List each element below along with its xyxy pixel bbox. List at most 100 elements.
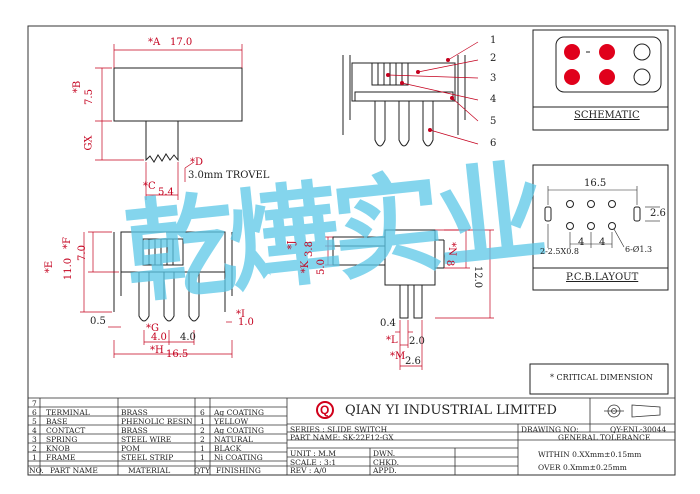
appd: APPD. (373, 466, 397, 475)
bom-row-finishing: Ag COATING (214, 426, 265, 435)
critical-note: * CRITICAL DIMENSION (550, 373, 653, 382)
bom-row-no: 4 (32, 426, 37, 435)
dim-e-value: 11.0 (63, 257, 75, 281)
bom-row-qty: 6 (200, 408, 205, 417)
callout-4: 4 (490, 94, 497, 105)
callout-6: 6 (490, 138, 497, 149)
dim-gx-label: GX (83, 135, 95, 151)
schematic-label: SCHEMATIC (574, 110, 640, 121)
pcb-slot: 2-2.5X0.8 (540, 247, 579, 256)
bom-row-part: BASE (46, 417, 68, 426)
dim-j-value: 3.8 (303, 241, 315, 257)
dim-j-label: *J (286, 240, 298, 250)
drawing-no-label: DRAWING NO: (521, 425, 579, 434)
dim-i-label: *I (236, 309, 245, 320)
callout-2: 2 (490, 53, 497, 64)
bom-header-qty: QTY (194, 466, 211, 475)
dim-k-label: *K (300, 260, 312, 274)
dim-side-height: 12.0 (472, 265, 484, 289)
critical-note-box (529, 363, 669, 395)
bom-row-qty: 1 (200, 453, 205, 462)
bom-row-material: STEEL STRIP (121, 453, 174, 462)
schematic-box (532, 29, 669, 131)
bom-row-material: BRASS (121, 426, 148, 435)
bom-row-qty: 2 (200, 426, 205, 435)
tolerance-over: OVER 0.Xmm±0.25mm (538, 463, 627, 472)
chkd: CHKD. (373, 458, 400, 467)
dim-n-value: 8 (444, 259, 456, 267)
dim-e-label: *E (44, 260, 56, 274)
company-logo: Q (316, 401, 334, 419)
bom-row-no: 3 (32, 435, 37, 444)
dim-l-value: 2.0 (409, 336, 425, 347)
company-name: QIAN YI INDUSTRIAL LIMITED (345, 403, 557, 418)
pcb-pitch-1: 4 (578, 237, 585, 248)
dim-m-label: *M (390, 351, 406, 362)
top-view-dims (95, 44, 243, 200)
bom-row-part: FRAME (46, 453, 76, 462)
bom-row-no: 1 (32, 453, 37, 462)
unit: UNIT : M.M (290, 449, 336, 458)
dim-thick: 0.4 (380, 318, 396, 329)
dim-a-value: 17.0 (170, 37, 193, 48)
pcb-layout-label: P.C.B.LAYOUT (566, 272, 639, 283)
pcb-pitch-2: 4 (599, 237, 606, 248)
bom-row-material: POM (121, 444, 140, 453)
callout-leaders (387, 41, 479, 145)
bom-row-finishing: NATURAL (214, 435, 253, 444)
bom-row-no: 5 (32, 417, 37, 426)
dim-a-label: *A (148, 37, 161, 48)
front-view-top (342, 55, 466, 147)
side-view (332, 229, 445, 319)
bom-row-material: STEEL WIRE (121, 435, 172, 444)
bom-row-finishing: Ag COATING (214, 408, 265, 417)
dim-b-label: *B (72, 80, 84, 94)
front-view-dims (80, 231, 233, 358)
bom-row-qty: 1 (200, 417, 205, 426)
bom-row-no: 7 (32, 399, 37, 408)
callout-3: 3 (490, 73, 497, 84)
bom-row-finishing: BLACK (214, 444, 242, 453)
dim-m-value: 2.6 (405, 356, 421, 367)
bom-row-finishing: YELLOW (214, 417, 249, 426)
callout-dots (386, 58, 454, 132)
pcb-holes (544, 200, 641, 230)
dwn: DWN. (373, 449, 396, 458)
dim-n-label: *N (445, 242, 457, 256)
dim-pitch-left: 0.5 (90, 316, 106, 327)
drawing-no: QY-ENL-30044 (610, 425, 667, 434)
schematic-switch (555, 36, 662, 93)
dim-h-value: 16.5 (166, 349, 189, 360)
dim-f-value: 7.0 (76, 245, 88, 261)
bom-header-part: PART NAME (50, 466, 98, 475)
dim-g-value-1: 4.0 (151, 332, 167, 343)
bom-row-qty: 2 (200, 435, 205, 444)
rev: REV : A/0 (290, 466, 327, 475)
logo-letter: Q (320, 403, 330, 417)
dim-d-note: 3.0mm TROVEL (188, 170, 270, 181)
dim-c-label: *C (143, 181, 156, 192)
dim-g-value-2: 4.0 (180, 332, 196, 343)
callout-5: 5 (490, 116, 497, 127)
title-block-grid (27, 397, 676, 476)
bom-header-finishing: FINISHING (216, 466, 261, 475)
dim-c-value: 5.4 (158, 187, 174, 198)
bom-row-part: TERMINAL (46, 408, 90, 417)
bom-row-no: 6 (32, 408, 37, 417)
bom-row-part: SPRING (46, 435, 78, 444)
dim-i-value: 1.0 (238, 317, 254, 328)
projection-symbol-icon (604, 404, 661, 418)
dim-f-label: *F (61, 237, 73, 249)
dim-b-value: 7.5 (83, 89, 95, 105)
pcb-hole: 6-Ø1.3 (625, 245, 653, 254)
part-name: PART NAME: SK-22F12-GX (290, 433, 394, 442)
pcb-box (532, 164, 669, 291)
top-view (113, 67, 243, 163)
bom-row-no: 2 (32, 444, 37, 453)
callout-1: 1 (490, 35, 497, 46)
bom-row-material: PHENOLIC RESIN (121, 417, 193, 426)
dim-l-label: *L (386, 335, 398, 346)
pcb-width: 16.5 (584, 178, 607, 189)
bom-header-material: MATERIAL (128, 466, 171, 475)
